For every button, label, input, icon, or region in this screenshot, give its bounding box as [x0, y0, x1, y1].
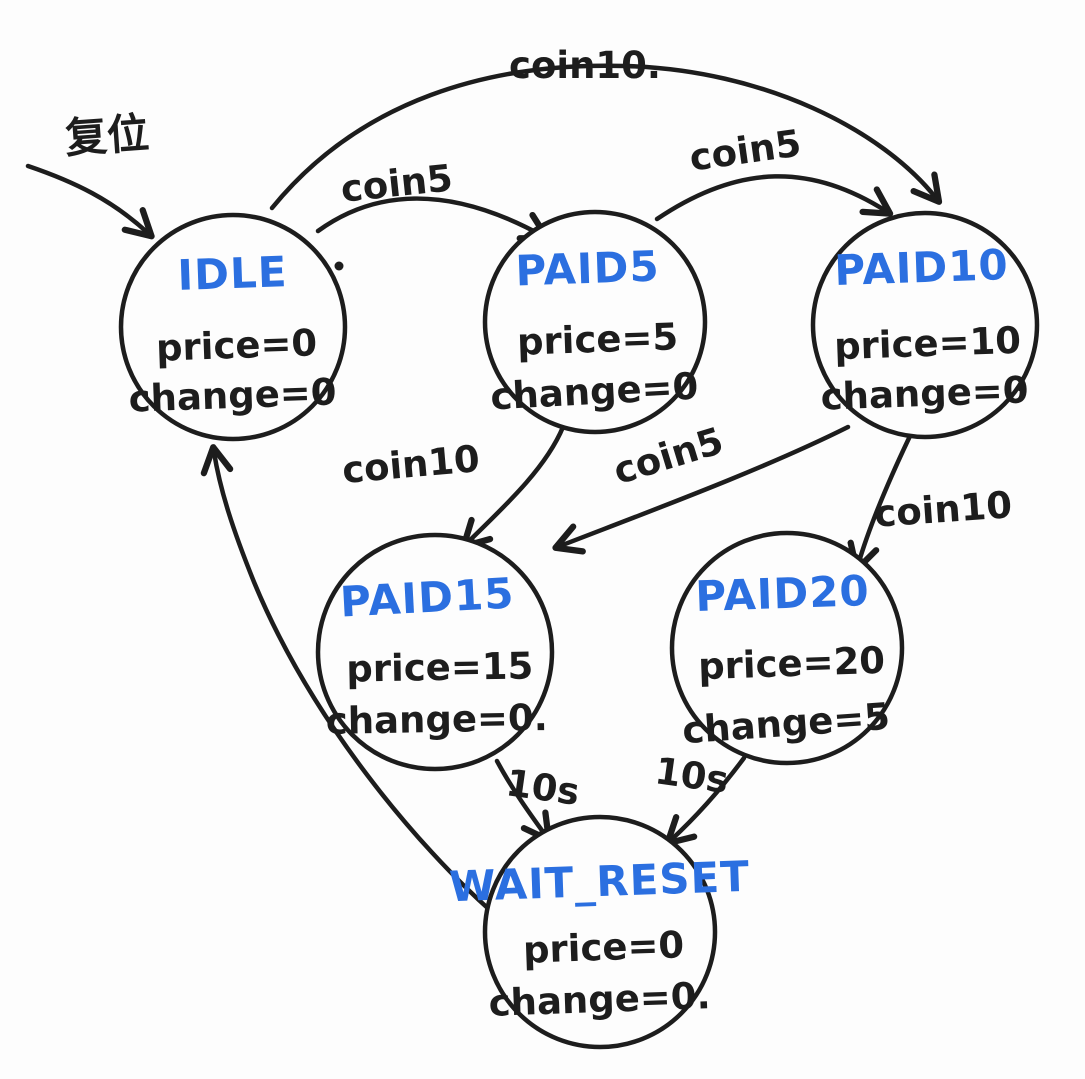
label-coin10-paid10-paid20: coin10: [873, 483, 1014, 536]
state-paid15-price: price=15: [346, 644, 534, 690]
state-paid10-circle: [810, 210, 1040, 440]
state-paid15-name: PAID15: [339, 568, 516, 626]
edge-idle-to-paid5: [315, 196, 551, 242]
label-coin5-idle-paid5: coin5: [339, 156, 455, 210]
state-wait-reset-price: price=0: [522, 923, 685, 972]
label-10s-paid20-wait: 10s: [652, 749, 731, 802]
state-paid5-circle: [482, 209, 708, 435]
label-coin5-paid10-paid15: coin5: [608, 419, 728, 493]
state-paid20-price: price=20: [697, 639, 885, 688]
state-paid20: PAID20 price=20 change=5: [669, 530, 905, 766]
edge-waitreset-to-idle: [200, 444, 495, 915]
edge-paid5-to-paid15: [460, 424, 566, 550]
state-wait-reset-circle: [482, 814, 718, 1050]
state-wait-reset-change: change=0.: [488, 974, 711, 1025]
edge-init-to-idle: [25, 163, 155, 240]
edge-paid10-to-paid15: [552, 424, 851, 555]
state-paid15-circle: [315, 532, 555, 772]
state-wait-reset: WAIT_RESET price=0 change=0.: [448, 814, 751, 1050]
state-paid5: PAID5 price=5 change=0: [482, 209, 708, 435]
edge-paid10-to-paid20: [847, 433, 913, 573]
label-coin10-top: coin10.: [509, 44, 661, 87]
label-10s-paid15-wait: 10s: [503, 761, 582, 814]
state-paid10-name: PAID10: [834, 240, 1010, 295]
state-paid10: PAID10 price=10 change=0: [810, 210, 1040, 440]
edge-paid20-to-waitreset: [664, 755, 747, 847]
label-coin10-paid5-paid15: coin10: [340, 437, 481, 492]
label-coin5-paid5-paid10: coin5: [687, 122, 804, 180]
state-paid5-price: price=5: [516, 315, 679, 364]
state-idle-price: price=0: [155, 321, 318, 370]
edge-paid15-to-waitreset: [494, 758, 552, 844]
state-idle-name: IDLE: [177, 247, 289, 300]
state-idle-change: change=0: [128, 370, 337, 420]
state-wait-reset-name: WAIT_RESET: [448, 852, 750, 911]
state-idle: IDLE price=0 change=0: [118, 212, 348, 442]
state-paid5-name: PAID5: [515, 242, 661, 296]
pen-dot-right-of-idle: [334, 261, 344, 271]
state-paid15-change: change=0.: [325, 696, 548, 743]
state-paid10-change: change=0: [820, 368, 1029, 418]
state-paid20-name: PAID20: [695, 566, 871, 621]
state-paid20-circle: [669, 530, 905, 766]
state-paid10-price: price=10: [833, 319, 1021, 368]
label-init-reset: 复位: [63, 108, 150, 163]
edge-idle-to-paid10: [269, 63, 943, 211]
state-paid15: PAID15 price=15 change=0.: [315, 532, 555, 772]
edge-paid5-to-paid10: [654, 174, 894, 222]
state-idle-circle: [118, 212, 348, 442]
